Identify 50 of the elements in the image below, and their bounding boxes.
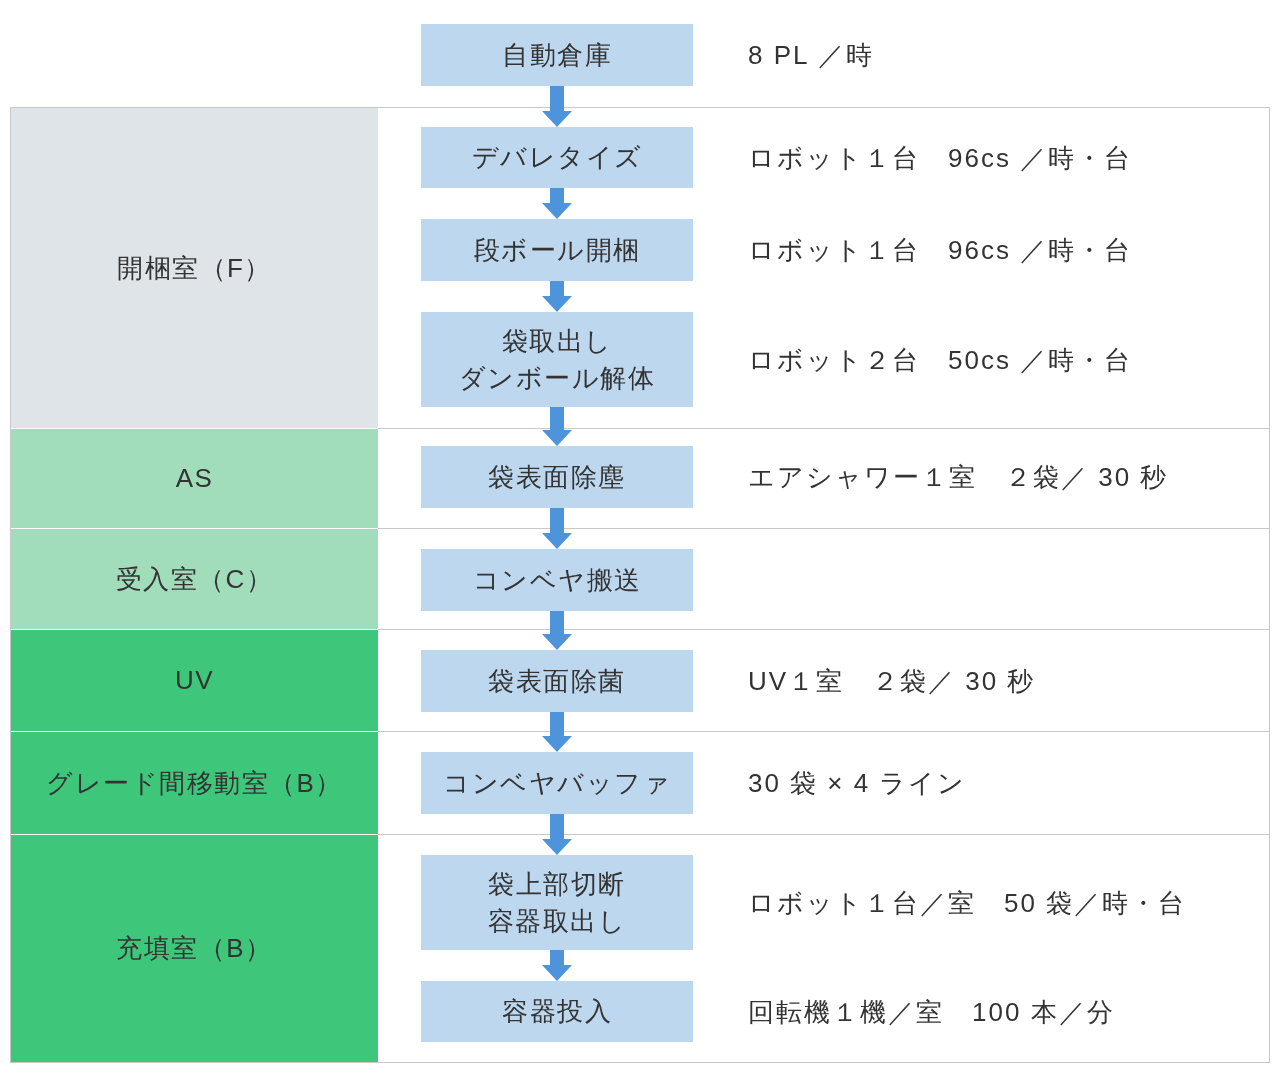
capacity-note: 30 袋 × 4 ライン: [748, 767, 967, 800]
process-label: コンベヤ搬送: [472, 563, 642, 597]
process-box: [421, 446, 693, 508]
process-label: コンベヤバッファ: [443, 766, 671, 800]
room-label: UV: [174, 664, 215, 697]
room-band: [11, 429, 378, 528]
capacity-note: UV１室 ２袋／ 30 秒: [748, 665, 1036, 698]
arrow: [542, 188, 572, 219]
process-label: 容器投入: [502, 995, 612, 1028]
process-label: デバレタイズ: [471, 141, 643, 174]
capacity-note: ロボット１台 96cs ／時・台: [748, 234, 1133, 267]
arrow: [542, 611, 572, 650]
room-label: 開梱室（F）: [117, 251, 272, 285]
process-box: [421, 981, 693, 1042]
capacity-note: 8 PL ／時: [748, 39, 874, 72]
arrow: [542, 712, 572, 752]
room-label: 受入室（C）: [115, 562, 274, 596]
room-band: [11, 630, 378, 731]
room-band: [11, 732, 378, 834]
process-label: 袋取出しダンボール解体: [458, 324, 656, 395]
capacity-note: エアシャワー１室 ２袋／ 30 秒: [748, 461, 1169, 494]
arrow: [542, 86, 572, 127]
process-box: [421, 752, 693, 814]
process-label: 袋上部切断容器取出し: [487, 867, 627, 938]
capacity-note: ロボット１台／室 50 袋／時・台: [748, 887, 1187, 920]
arrow: [542, 281, 572, 312]
arrow: [542, 814, 572, 855]
room-band: [11, 835, 378, 1062]
process-box: [421, 549, 693, 611]
process-label: 自動倉庫: [502, 38, 612, 72]
process-label: 段ボール開梱: [473, 233, 641, 267]
process-label: 袋表面除塵: [488, 460, 626, 494]
process-box: [421, 650, 693, 712]
arrow: [542, 407, 572, 446]
process-box: [421, 855, 693, 950]
capacity-note: 回転機１機／室 100 本／分: [748, 996, 1115, 1029]
room-band: [11, 529, 378, 629]
arrow: [542, 950, 572, 981]
room-band: [11, 108, 378, 428]
arrow: [542, 508, 572, 549]
room-label: AS: [175, 462, 214, 495]
capacity-note: ロボット２台 50cs ／時・台: [748, 344, 1133, 377]
process-box: [421, 127, 693, 188]
capacity-note: ロボット１台 96cs ／時・台: [748, 142, 1133, 175]
room-label: グレード間移動室（B）: [46, 766, 343, 800]
process-box: [421, 312, 693, 407]
process-box: [421, 24, 693, 86]
room-label: 充填室（B）: [116, 932, 273, 965]
process-label: 袋表面除菌: [488, 664, 626, 698]
process-box: [421, 219, 693, 281]
